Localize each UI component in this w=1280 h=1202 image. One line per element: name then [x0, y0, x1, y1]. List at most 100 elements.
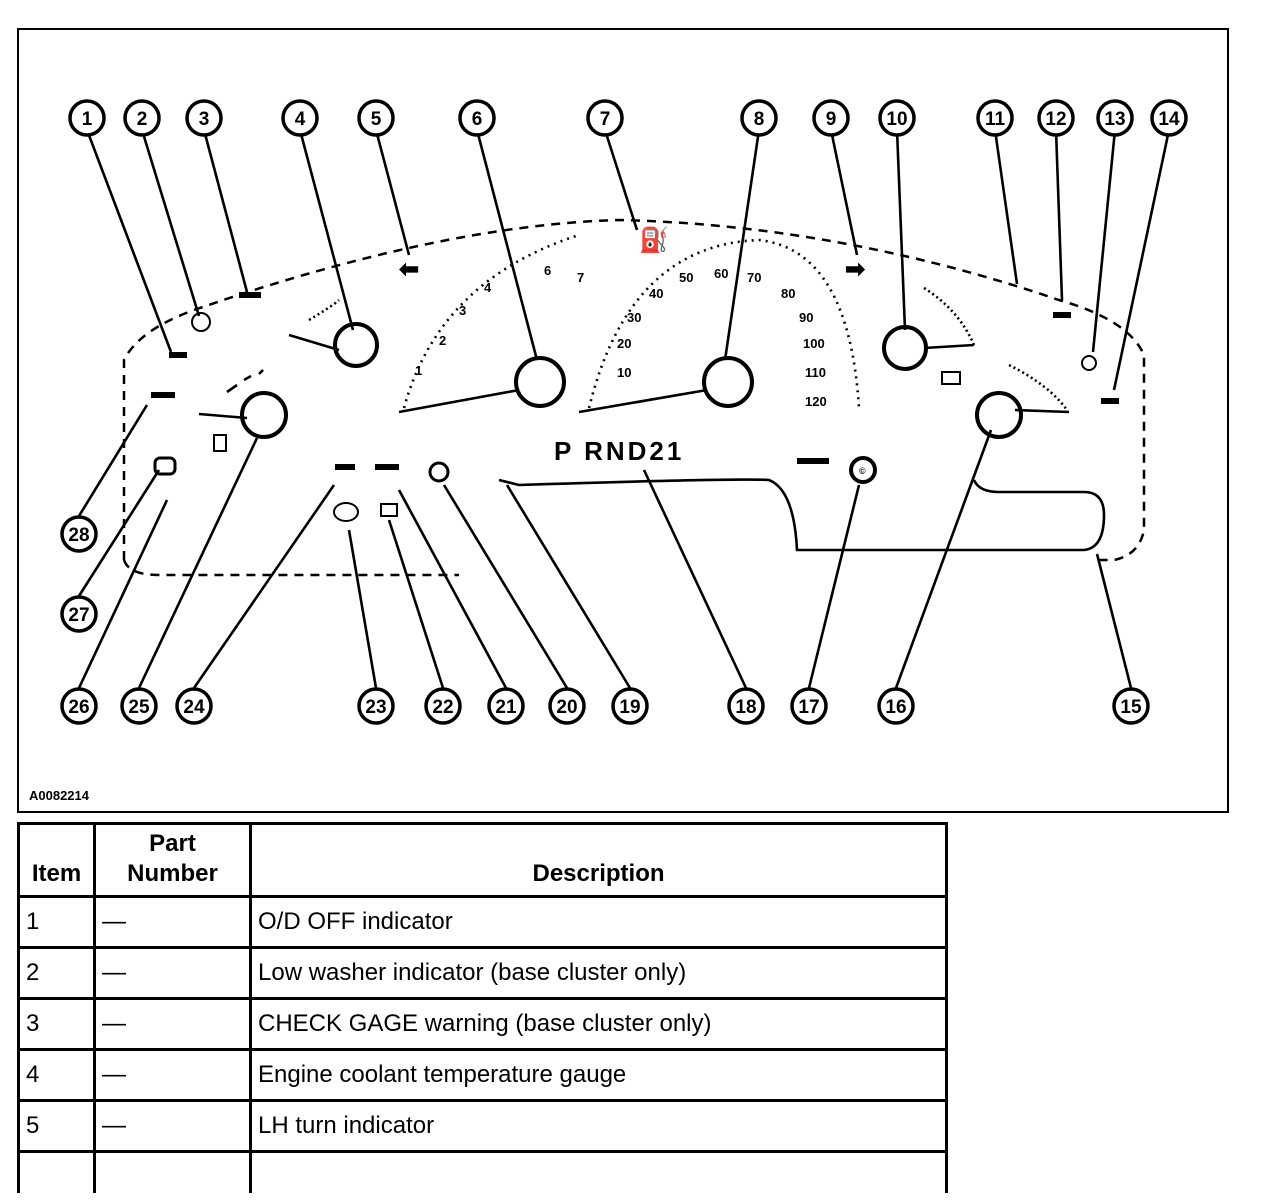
volt-needle — [923, 343, 975, 350]
speed-num-50: 50 — [679, 270, 693, 285]
item-cell: 4 — [17, 1048, 96, 1102]
callout-label-9: 9 — [826, 109, 837, 130]
callout-label-16: 16 — [885, 697, 906, 718]
callout-label-3: 3 — [199, 109, 210, 130]
figure-id: A0082214 — [29, 788, 89, 803]
prndl-indicator: P RND21 — [554, 436, 684, 466]
callout-circle-22 — [424, 687, 462, 725]
description-cell: LH turn indicator — [249, 1099, 948, 1153]
header-part-number: Part Number — [93, 822, 252, 898]
tachometer-pivot — [514, 356, 566, 408]
callout-circle-15 — [1112, 687, 1150, 725]
callout-circle-3 — [185, 99, 223, 137]
parts-table: Item Part Number Description 1 — O/D OFF… — [17, 822, 948, 1193]
callout-circle-4 — [281, 99, 319, 137]
callout-circle-9 — [812, 99, 850, 137]
callout-label-17: 17 — [798, 697, 819, 718]
callout-label-11: 11 — [985, 109, 1006, 130]
callout-label-8: 8 — [754, 109, 765, 130]
temp-needle — [288, 333, 340, 352]
seatbelt-lamp-block — [1101, 398, 1119, 404]
part-number-cell: — — [93, 1048, 252, 1102]
callout-circle-6 — [458, 99, 496, 137]
callout-circle-7 — [586, 99, 624, 137]
speed-num-20: 20 — [617, 336, 631, 351]
part-number-cell: — — [93, 946, 252, 1000]
callout-circle-5 — [357, 99, 395, 137]
callout-label-5: 5 — [371, 109, 382, 130]
callout-label-20: 20 — [556, 697, 577, 718]
volt-scale — [923, 286, 976, 346]
table-row: 5 — LH turn indicator — [17, 1099, 948, 1153]
callout-label-28: 28 — [68, 525, 89, 546]
callout-circle-25 — [120, 687, 158, 725]
table-row-empty — [17, 1150, 948, 1193]
cluster-lower-contour — [498, 478, 1106, 552]
callout-circle-1 — [68, 99, 106, 137]
select-shift-symbol: © — [859, 466, 866, 476]
callout-circle-21 — [487, 687, 525, 725]
callout-circle-28 — [60, 515, 98, 553]
header-item: Item — [17, 822, 96, 898]
speed-num-120: 120 — [805, 394, 827, 409]
callout-circle-27 — [60, 595, 98, 633]
speed-scale — [587, 238, 861, 409]
callout-label-12: 12 — [1045, 109, 1066, 130]
empty-cell — [249, 1150, 948, 1193]
tach-num-6: 6 — [544, 263, 551, 278]
callout-label-27: 27 — [68, 605, 89, 626]
table-row: 3 — CHECK GAGE warning (base cluster onl… — [17, 997, 948, 1051]
low-fuel-lamp-block — [335, 464, 355, 470]
part-number-cell: — — [93, 1099, 252, 1153]
table-header-row: Item Part Number Description — [17, 822, 948, 898]
empty-cell — [17, 1150, 96, 1193]
callout-circle-2 — [123, 99, 161, 137]
select-shift-button — [849, 456, 877, 484]
callout-label-2: 2 — [137, 109, 148, 130]
tach-num-1: 1 — [415, 363, 422, 378]
od-lamp-block — [151, 392, 175, 398]
speed-num-100: 100 — [803, 336, 825, 351]
oil-scale — [1008, 363, 1069, 411]
callout-label-22: 22 — [432, 697, 453, 718]
table-row: 4 — Engine coolant temperature gauge — [17, 1048, 948, 1102]
speed-needle — [578, 388, 708, 414]
fuel-gauge-pivot — [240, 391, 288, 439]
item-cell: 5 — [17, 1099, 96, 1153]
service-lamp-block — [1053, 312, 1071, 318]
speed-num-90: 90 — [799, 310, 813, 325]
cluster-outline — [122, 218, 1146, 577]
instrument-cluster-diagram: © 1 2 3 4 6 7 10 20 30 40 50 60 70 80 90… — [60, 99, 1188, 725]
part-number-cell: — — [93, 895, 252, 949]
header-part-line1: Part — [149, 830, 196, 857]
temp-gauge-pivot — [333, 322, 379, 368]
empty-cell — [93, 1150, 252, 1193]
callout-circle-8 — [740, 99, 778, 137]
speed-num-10: 10 — [617, 365, 631, 380]
item-cell: 3 — [17, 997, 96, 1051]
callout-circle-13 — [1096, 99, 1134, 137]
select-shift-label-block — [797, 458, 829, 464]
table-row: 1 — O/D OFF indicator — [17, 895, 948, 949]
callout-label-23: 23 — [365, 697, 386, 718]
callout-label-4: 4 — [295, 109, 306, 130]
callout-circle-26 — [60, 687, 98, 725]
tach-num-3: 3 — [459, 303, 466, 318]
speed-num-40: 40 — [649, 286, 663, 301]
callout-label-24: 24 — [183, 697, 205, 718]
tach-needle — [398, 388, 520, 414]
tach-num-2: 2 — [439, 333, 446, 348]
callout-circle-20 — [548, 687, 586, 725]
description-cell: Engine coolant temperature gauge — [249, 1048, 948, 1102]
instrument-cluster-figure: © 1 2 3 4 6 7 10 20 30 40 50 60 70 80 90… — [17, 28, 1229, 813]
callout-circle-16 — [877, 687, 915, 725]
callout-circle-14 — [1150, 99, 1188, 137]
callout-label-25: 25 — [128, 697, 150, 718]
callout-circle-19 — [611, 687, 649, 725]
check-engine-lamp-block — [375, 464, 399, 470]
callout-circle-23 — [357, 687, 395, 725]
callout-label-15: 15 — [1120, 697, 1142, 718]
part-number-cell: — — [93, 997, 252, 1051]
description-cell: Low washer indicator (base cluster only) — [249, 946, 948, 1000]
table-row: 2 — Low washer indicator (base cluster o… — [17, 946, 948, 1000]
